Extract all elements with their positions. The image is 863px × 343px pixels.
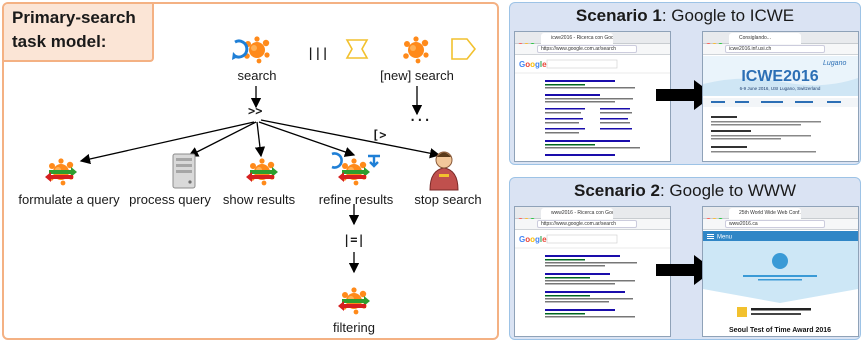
browser-tab[interactable]: 25th World Wide Web Conf... [729, 208, 801, 219]
search-label: search [237, 68, 277, 83]
url-field[interactable]: https://www.google.com.ar/search [537, 45, 637, 53]
scenario-1-prefix: Scenario 1 [575, 6, 662, 25]
icwe-dates: 6-9 June 2016, USI Lugano, Switzerland [740, 86, 821, 91]
task-model-panel: Primary-search task model: ||| >> ... [>… [2, 2, 499, 340]
disable-operator: [> [372, 128, 387, 142]
ellipsis-operator: ... [409, 110, 431, 124]
navigation-arrow-icon [656, 255, 714, 285]
filtering-label: filtering [333, 320, 375, 335]
icwe-site-page: Lugano ICWE2016 6-9 June 2016, USI Lugan… [703, 56, 858, 161]
browser-tabbar: 25th World Wide Web Conf... [703, 207, 858, 223]
scenario-2-rest: : Google to WWW [659, 181, 797, 200]
scenario-2-google-window: www2016 - Ricerca con Goo... https://www… [514, 206, 671, 337]
formulate-query-icon [45, 158, 77, 186]
browser-tabbar: www2016 - Ricerca con Goo... [515, 207, 670, 223]
svg-text:Google: Google [519, 60, 547, 69]
pentagon-marker-icon [451, 38, 477, 60]
chevron-marker-icon [345, 39, 369, 59]
url-field[interactable]: icwe2016.inf.usi.ch [725, 45, 825, 53]
interleave-operator: ||| [307, 46, 329, 60]
refine-results-label: refine results [318, 192, 394, 207]
google-results-thumbnail: Google [515, 59, 670, 156]
icwe-site-thumbnail: Lugano ICWE2016 6-9 June 2016, USI Lugan… [703, 56, 858, 153]
task-model-diagram [45, 36, 477, 315]
browser-tab[interactable]: www2016 - Ricerca con Goo... [541, 208, 613, 219]
show-results-label: show results [222, 192, 296, 207]
enable-operator: >> [248, 104, 263, 118]
icwe-brand: ICWE2016 [741, 68, 818, 85]
task-model-title-line1: Primary-search [12, 8, 136, 27]
browser-tabbar: Consiglando... [703, 32, 858, 48]
new-search-task-icon [403, 36, 429, 64]
scenario-1-google-window: icwe2016 - Ricerca con Goo... https://ww… [514, 31, 671, 162]
scenario-1-panel: Scenario 1: Google to ICWE icwe2016 - Ri… [509, 2, 861, 165]
browser-tab[interactable]: Consiglando... [729, 33, 801, 44]
icwe-city: Lugano [823, 60, 846, 67]
scenario-2-www-window: 25th World Wide Web Conf... www2016.ca M… [702, 206, 859, 337]
scenario-2-prefix: Scenario 2 [573, 181, 660, 200]
scenario-1-title: Scenario 1: Google to ICWE [510, 6, 860, 26]
formulate-query-label: formulate a query [18, 192, 120, 207]
url-field[interactable]: www2016.ca [725, 220, 825, 228]
google-results-page: Google [515, 231, 670, 336]
task-model-title-line2: task model: [12, 32, 107, 51]
scenario-2-panel: Scenario 2: Google to WWW www2016 - Rice… [509, 177, 861, 340]
search-task-icon [232, 36, 270, 64]
address-bar: icwe2016.inf.usi.ch [703, 44, 858, 55]
process-query-icon [172, 153, 196, 189]
refine-results-icon [331, 152, 380, 186]
address-bar: https://www.google.com.ar/search [515, 44, 670, 55]
svg-text:Google: Google [519, 235, 547, 244]
scenario-1-icwe-window: Consiglando... icwe2016.inf.usi.ch Lugan… [702, 31, 859, 162]
filtering-icon [338, 287, 370, 315]
choice-operator: |=| [343, 233, 365, 247]
url-field[interactable]: https://www.google.com.ar/search [537, 220, 637, 228]
scenario-1-rest: : Google to ICWE [661, 6, 795, 25]
process-query-label: process query [129, 192, 211, 207]
www-menu-label[interactable]: Menu [717, 235, 732, 241]
new-search-label: [new] search [380, 68, 454, 83]
browser-tabbar: icwe2016 - Ricerca con Goo... [515, 32, 670, 48]
google-results-thumbnail: Google [515, 234, 670, 318]
stop-search-label: stop search [414, 192, 482, 207]
www-site-thumbnail: Menu Seoul Test of Time Award 2016 [703, 231, 858, 334]
www-award-text: Seoul Test of Time Award 2016 [729, 327, 831, 334]
address-bar: https://www.google.com.ar/search [515, 219, 670, 230]
stop-search-icon [429, 151, 459, 191]
www-site-page: Menu Seoul Test of Time Award 2016 [703, 231, 858, 336]
browser-tab[interactable]: icwe2016 - Ricerca con Goo... [541, 33, 613, 44]
address-bar: www2016.ca [703, 219, 858, 230]
google-results-page: Google [515, 56, 670, 161]
scenario-2-title: Scenario 2: Google to WWW [510, 181, 860, 201]
show-results-icon [246, 158, 278, 186]
navigation-arrow-icon [656, 80, 714, 110]
task-model-title-box: Primary-search task model: [4, 4, 154, 62]
